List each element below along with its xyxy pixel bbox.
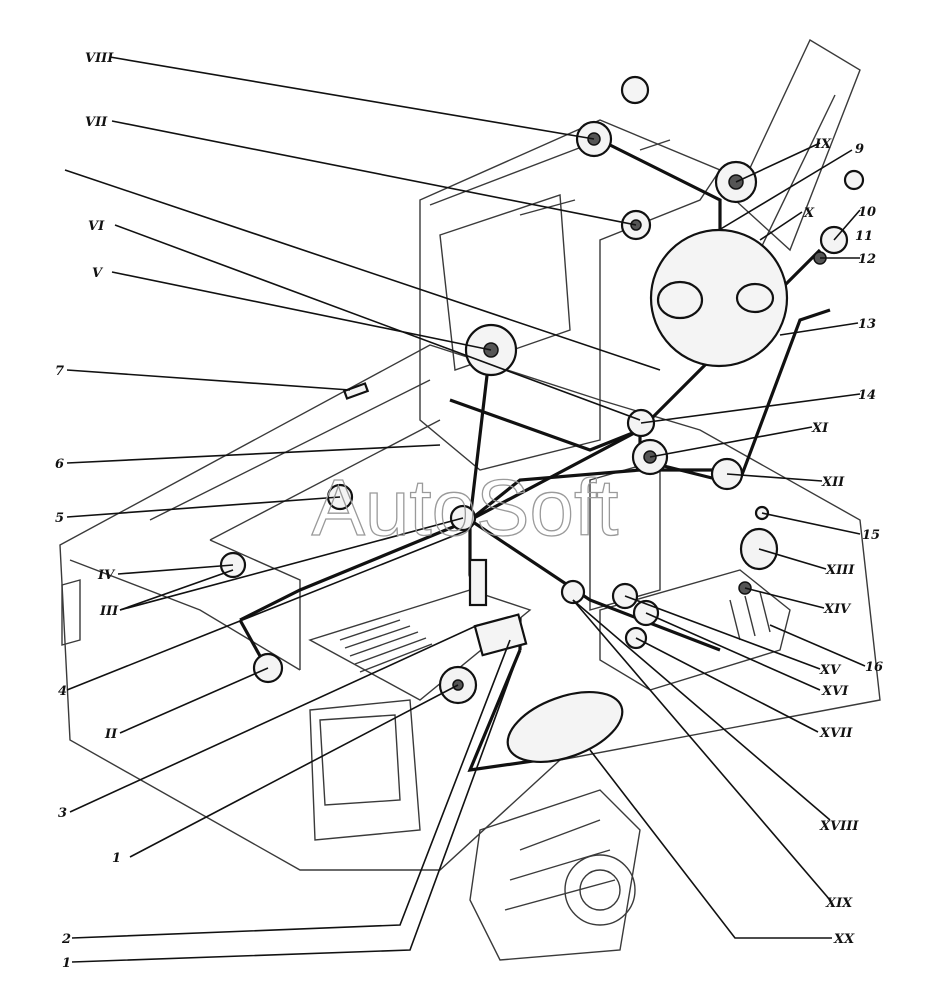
label-10: 10	[858, 205, 876, 220]
label-xiii: XIII	[825, 563, 855, 578]
label-1: 1	[62, 956, 71, 971]
label-xiv: XIV	[823, 602, 852, 617]
label-7: 7	[55, 364, 64, 379]
label-xvii: XVII	[819, 726, 853, 741]
label-xii: XII	[821, 475, 845, 490]
excavator-body	[59, 39, 881, 961]
battery-cells	[729, 591, 771, 641]
component-9	[843, 169, 865, 191]
label-vii: VII	[85, 115, 108, 130]
label-6: 6	[55, 457, 64, 472]
label-ix: IX	[814, 137, 832, 152]
leader-lines	[64, 56, 866, 963]
label-xv: XV	[819, 663, 842, 678]
label-viii: VIII	[85, 51, 114, 66]
callout-labels: VIII VII VI V 7 6 5 IV III 4 II 3 1 2 1 …	[55, 51, 883, 971]
label-15: 15	[862, 528, 880, 543]
component-battery-xx	[506, 691, 624, 763]
label-vi: VI	[88, 219, 105, 234]
label-2: 2	[61, 932, 71, 947]
component-beacon	[620, 75, 650, 105]
label-xix: XIX	[825, 896, 853, 911]
component-7	[342, 382, 370, 400]
component-xix	[560, 579, 586, 605]
label-iv: IV	[97, 568, 116, 583]
label-3: 3	[58, 806, 67, 821]
component-3	[473, 613, 528, 657]
label-5: 5	[55, 511, 64, 526]
label-14: 14	[858, 388, 876, 403]
label-xx: XX	[833, 932, 855, 947]
label-iii: III	[99, 604, 119, 619]
label-12: 12	[858, 252, 876, 267]
label-xvi: XVI	[821, 684, 849, 699]
watermark-text: AutoSoft	[312, 463, 619, 552]
label-v: V	[92, 266, 104, 281]
label-1a: 1	[112, 851, 121, 866]
component-column	[468, 558, 488, 607]
label-13: 13	[858, 317, 876, 332]
label-9: 9	[855, 142, 864, 157]
label-xi: XI	[811, 421, 829, 436]
label-ii: II	[104, 727, 118, 742]
label-xviii: XVIII	[819, 819, 859, 834]
label-16: 16	[865, 660, 883, 675]
label-11: 11	[855, 229, 873, 244]
label-x: X	[803, 206, 815, 221]
components	[219, 75, 865, 763]
engine-cover-louvres	[339, 619, 433, 673]
label-4: 4	[58, 684, 67, 699]
